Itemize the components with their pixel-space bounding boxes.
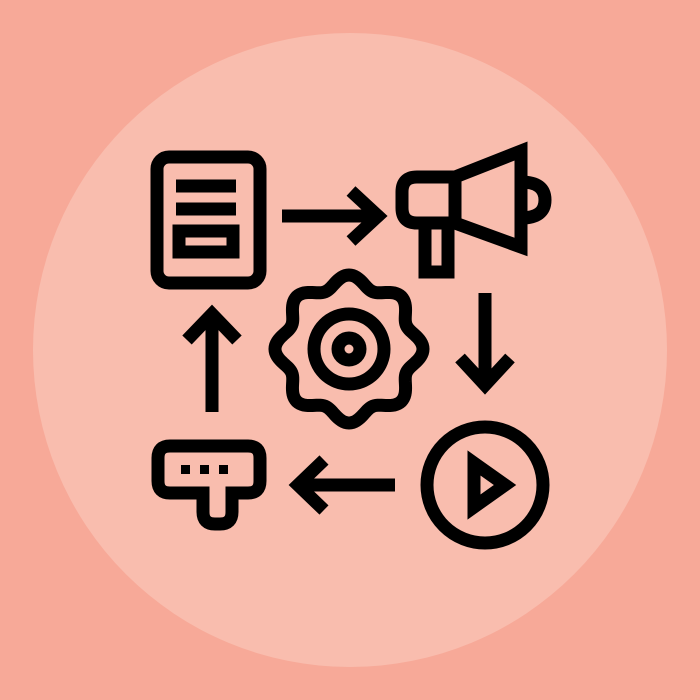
arrow-left-icon <box>288 455 395 515</box>
arrow-right-icon <box>282 186 388 246</box>
megaphone-icon <box>395 141 552 279</box>
arrow-up-icon <box>182 304 242 412</box>
arrow-down-icon <box>455 293 515 395</box>
chat-dot <box>181 465 190 474</box>
document-icon <box>150 150 267 290</box>
chat-dot <box>219 465 228 474</box>
background-circle <box>33 33 667 667</box>
play-button-icon <box>420 420 550 550</box>
gear-icon <box>268 268 430 430</box>
chat-dot <box>200 465 209 474</box>
chat-bubble-icon <box>151 439 267 531</box>
